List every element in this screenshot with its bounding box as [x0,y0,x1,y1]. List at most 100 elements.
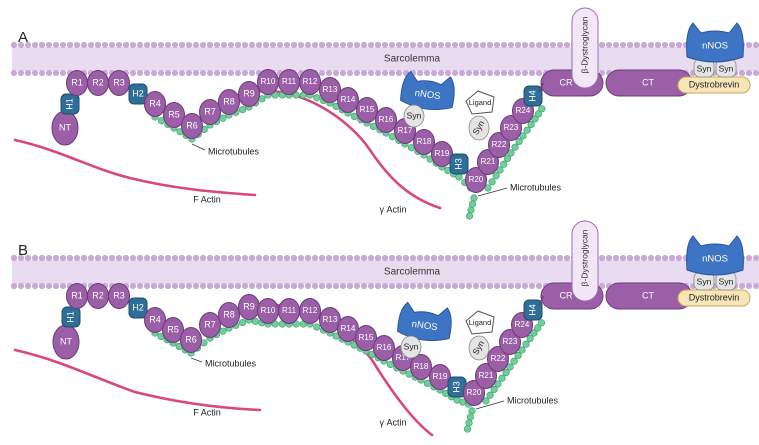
lipid-head [66,254,74,262]
lipid-head [115,41,123,49]
lipid-head [528,254,536,262]
ligand-label: Ligand [469,98,492,107]
lipid-head [486,282,494,290]
lipid-head [276,41,284,49]
lipid-head [206,41,214,49]
domain-label: R7 [204,106,216,116]
lipid-head [332,41,340,49]
domain-r20: R20 [463,380,485,406]
domain-r7: R7 [199,312,221,338]
spectrin-repeat-shape [488,132,510,158]
domain-label: H3 [451,381,461,393]
lipid-head [150,69,158,77]
lipid-head [633,41,641,49]
domain-r12: R12 [299,298,321,324]
domain-label: R9 [243,88,255,98]
lipid-head [465,282,473,290]
domain-label: R2 [92,290,104,300]
microtubule-bead [518,346,526,354]
lipid-head [157,254,165,262]
microtubules-pointer [475,400,505,410]
spectrin-repeat-shape [199,312,221,338]
lipid-head [423,282,431,290]
spectrin-repeat-shape [181,113,203,139]
lipid-head [374,282,382,290]
lipid-head [283,41,291,49]
lipid-head [325,69,333,77]
dystrobrevin-label: Dystrobrevin [689,292,740,302]
lipid-head [472,41,480,49]
spectrin-repeat-shape [375,107,397,133]
lipid-head [752,69,759,77]
domain-r7: R7 [199,99,221,125]
spectrin-repeat-shape [337,87,359,113]
lipid-head [157,41,165,49]
lipid-head [241,254,249,262]
lipid-head [633,254,641,262]
microtubule-bead [467,206,475,214]
domain-r13: R13 [319,77,341,103]
domain-label: R14 [341,324,356,333]
lipid-head [507,282,515,290]
domain-label: R24 [516,106,531,115]
lipid-head [353,282,361,290]
nnos-label: nNOS [411,319,438,333]
domain-label: R20 [467,388,482,397]
domain-label: R19 [433,372,448,381]
lipid-head [59,69,67,77]
lipid-head [304,282,312,290]
lipid-head [430,69,438,77]
domain-label: CR [560,77,573,87]
lipid-head [290,254,298,262]
domain-label: R15 [360,105,375,114]
lipid-head [227,282,235,290]
domain-label: R6 [185,334,197,344]
spectrin-repeat-shape [429,364,451,390]
spectrin-repeat-shape [475,363,497,389]
lipid-head [297,254,305,262]
lipid-head [262,41,270,49]
nnos-shape [686,22,744,63]
lipid-head [129,69,137,77]
domain-label: NT [60,336,72,346]
lipid-head [241,282,249,290]
lipid-head [486,69,494,77]
lipid-head [185,254,193,262]
domain-r16: R16 [375,107,397,133]
nnos-shape [397,301,452,341]
lipid-head [52,254,60,262]
lipid-head [647,254,655,262]
cr-connector [538,82,544,93]
domain-label: R17 [398,126,413,135]
lipid-head [458,41,466,49]
lipid-head [626,254,634,262]
lipid-head [430,41,438,49]
lipid-head [262,254,270,262]
lipid-head [374,254,382,262]
syn-label: Syn [719,63,734,73]
microtubule-bead [470,194,478,202]
syn-label: Syn [719,276,734,286]
lipid-head [206,69,214,77]
lipid-head [241,69,249,77]
domain-r5: R5 [162,317,184,343]
lipid-head [507,254,515,262]
spectrin-repeat-shape [499,329,521,355]
lipid-head [514,41,522,49]
lipid-head [360,282,368,290]
domain-r2: R2 [87,283,109,309]
lipid-head [129,254,137,262]
lipid-head [654,41,662,49]
domain-r1: R1 [66,283,88,309]
lipid-head [444,254,452,262]
lipid-head [234,41,242,49]
domain-label: H4 [527,90,537,102]
domain-label: R5 [168,109,180,119]
domain-h1: H1 [61,306,81,328]
microtubule-bead [468,200,477,208]
domain-label: H2 [132,88,144,98]
nnos-shape [400,70,455,110]
lipid-head [248,282,256,290]
